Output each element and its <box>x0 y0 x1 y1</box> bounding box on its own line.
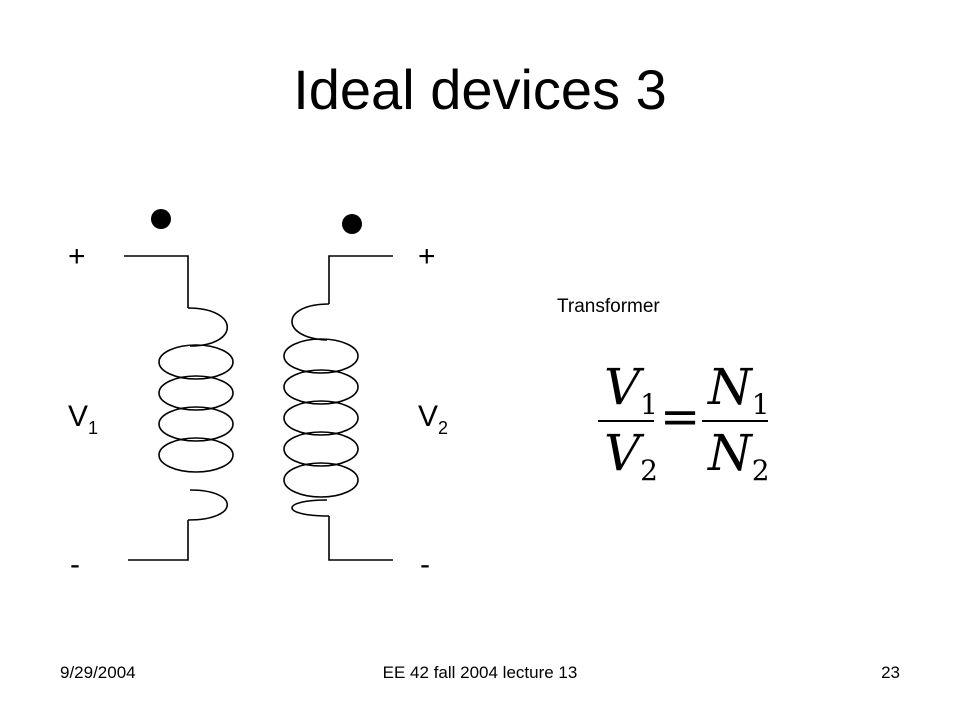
right-minus-label: - <box>420 548 430 581</box>
footer-course: EE 42 fall 2004 lecture 13 <box>382 663 578 682</box>
footer-date: 9/29/2004 <box>60 663 136 682</box>
secondary-coil <box>283 303 359 517</box>
eq-rhs-den-sub: 2 <box>751 454 770 487</box>
left-plus-label: + <box>68 240 86 273</box>
footer-page-number: 23 <box>881 663 900 682</box>
primary-bottom-lead <box>128 520 189 561</box>
left-voltage-letter: V <box>68 400 89 433</box>
eq-equals-sign: = <box>660 389 701 445</box>
eq-rhs-fraction-bar <box>702 420 768 422</box>
left-voltage-subscript: 1 <box>88 418 99 438</box>
right-voltage-subscript: 2 <box>438 418 449 438</box>
eq-lhs-fraction-bar <box>598 420 654 422</box>
eq-rhs-numerator: N1 <box>708 360 770 422</box>
eq-lhs-denominator: V2 <box>604 426 658 488</box>
transformer-caption: Transformer <box>557 296 660 317</box>
right-voltage-letter: V <box>418 400 439 433</box>
secondary-top-lead <box>328 255 393 304</box>
eq-rhs-num-letter: N <box>708 358 752 416</box>
eq-rhs-num-sub: 1 <box>751 388 770 421</box>
eq-lhs-num-letter: V <box>604 358 641 416</box>
eq-rhs-den-letter: N <box>708 424 752 482</box>
eq-lhs-den-sub: 2 <box>640 454 658 487</box>
primary-coil <box>158 307 234 521</box>
eq-lhs-den-letter: V <box>604 424 641 482</box>
eq-lhs-num-sub: 1 <box>640 388 658 421</box>
right-voltage-label: V2 <box>418 400 449 438</box>
secondary-polarity-dot <box>342 214 362 234</box>
left-minus-label: - <box>70 548 80 581</box>
left-voltage-label: V1 <box>68 400 99 438</box>
slide-title: Ideal devices 3 <box>293 58 667 121</box>
primary-top-lead <box>124 255 189 308</box>
eq-lhs-numerator: V1 <box>604 360 658 422</box>
right-plus-label: + <box>418 240 436 273</box>
primary-polarity-dot <box>151 209 171 229</box>
transformer-equation: V1 V2 = N1 N2 <box>590 360 790 490</box>
eq-rhs-denominator: N2 <box>708 426 770 488</box>
secondary-bottom-lead <box>328 516 393 561</box>
